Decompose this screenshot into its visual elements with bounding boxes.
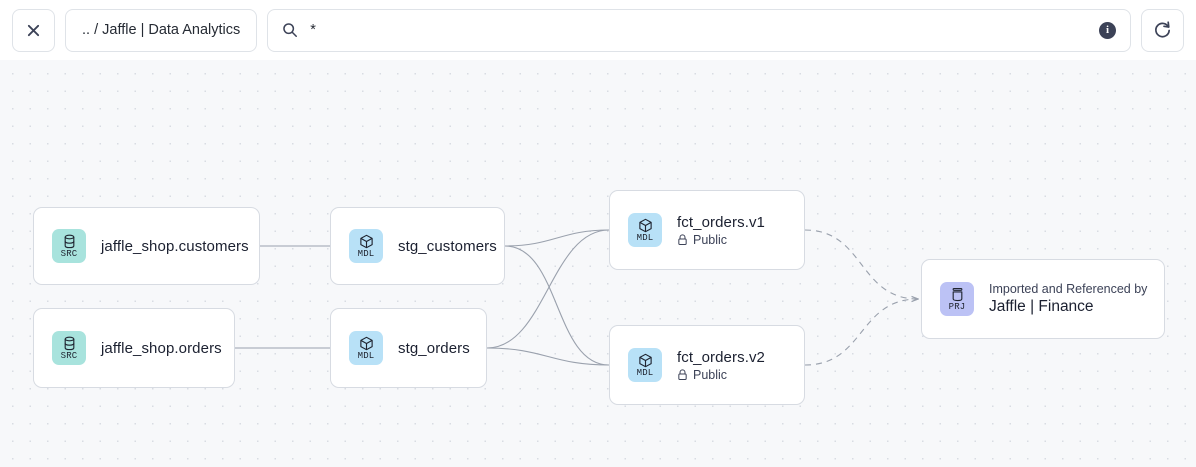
node-badge-mdl: MDL (349, 229, 383, 263)
edge-stgcust-v1 (504, 229, 610, 247)
node-badge-src: SRC (52, 331, 86, 365)
project-icon (952, 287, 962, 301)
node-body: stg_customers (398, 237, 497, 255)
node-jaffle-shop-orders[interactable]: SRC jaffle_shop.orders (33, 308, 235, 388)
node-title: Jaffle | Finance (989, 298, 1094, 315)
node-body: fct_orders.v1 Public (677, 214, 765, 247)
node-visibility: Public (677, 233, 765, 247)
node-visibility-label: Public (693, 232, 728, 247)
lock-icon (678, 368, 687, 380)
node-stg-customers[interactable]: MDL stg_customers (330, 207, 505, 285)
lock-icon (678, 233, 687, 245)
node-body: jaffle_shop.customers (101, 237, 249, 255)
node-badge-src: SRC (52, 229, 86, 263)
node-title: fct_orders.v1 (677, 213, 766, 231)
edge-stgord-v1 (486, 229, 610, 349)
search-input[interactable] (310, 22, 1087, 38)
node-badge-label: MDL (357, 350, 375, 361)
node-badge-label: SRC (60, 248, 78, 259)
node-badge-mdl: MDL (628, 213, 662, 247)
node-title: stg_orders (398, 339, 470, 357)
refresh-button[interactable] (1141, 8, 1184, 52)
node-overline: Imported and Referenced by (989, 282, 1148, 296)
node-title: stg_customers (398, 237, 497, 255)
node-fct-orders-v1[interactable]: MDL fct_orders.v1 Public (609, 190, 805, 270)
node-visibility-label: Public (693, 367, 728, 382)
graph-canvas[interactable]: SRC jaffle_shop.customers SRC jaffle_sho… (0, 60, 1196, 467)
edge-stgcust-v2 (504, 245, 610, 366)
node-badge-mdl: MDL (628, 348, 662, 382)
refresh-icon (1155, 20, 1171, 37)
search-icon (283, 23, 298, 37)
node-body: fct_orders.v2 Public (677, 349, 765, 382)
node-badge-label: SRC (60, 350, 78, 361)
node-body: stg_orders (398, 339, 470, 357)
node-badge-label: PRJ (948, 301, 966, 312)
cube-icon (638, 218, 652, 232)
node-body: jaffle_shop.orders (101, 339, 222, 357)
node-title: jaffle_shop.orders (101, 339, 222, 357)
database-icon (64, 336, 74, 350)
node-badge-prj: PRJ (940, 282, 974, 316)
cube-icon (638, 353, 652, 367)
node-stg-orders[interactable]: MDL stg_orders (330, 308, 487, 388)
node-visibility: Public (677, 368, 765, 382)
node-jaffle-finance-project[interactable]: PRJ Imported and Referenced by Jaffle | … (921, 259, 1165, 339)
node-badge-mdl: MDL (349, 331, 383, 365)
node-jaffle-shop-customers[interactable]: SRC jaffle_shop.customers (33, 207, 260, 285)
node-title: jaffle_shop.customers (101, 237, 249, 255)
edge-v2-project (804, 299, 918, 366)
node-fct-orders-v2[interactable]: MDL fct_orders.v2 Public (609, 325, 805, 405)
node-badge-label: MDL (636, 367, 654, 378)
node-badge-label: MDL (636, 232, 654, 243)
breadcrumb[interactable]: .. / Jaffle | Data Analytics (65, 8, 258, 52)
search-field-wrapper[interactable]: i (267, 8, 1131, 52)
close-icon (27, 24, 40, 36)
top-toolbar: .. / Jaffle | Data Analytics i (0, 0, 1196, 60)
breadcrumb-label: .. / Jaffle | Data Analytics (82, 22, 241, 38)
node-badge-label: MDL (357, 248, 375, 259)
cube-icon (359, 336, 373, 350)
edge-stgord-v2 (486, 347, 610, 366)
cube-icon (359, 234, 373, 248)
info-icon-label: i (1105, 24, 1110, 36)
edge-v1-project (804, 229, 918, 299)
close-button[interactable] (12, 8, 55, 52)
database-icon (64, 234, 74, 248)
node-title: fct_orders.v2 (677, 348, 766, 366)
node-body: Imported and Referenced by Jaffle | Fina… (989, 282, 1148, 316)
info-icon[interactable]: i (1099, 21, 1116, 39)
